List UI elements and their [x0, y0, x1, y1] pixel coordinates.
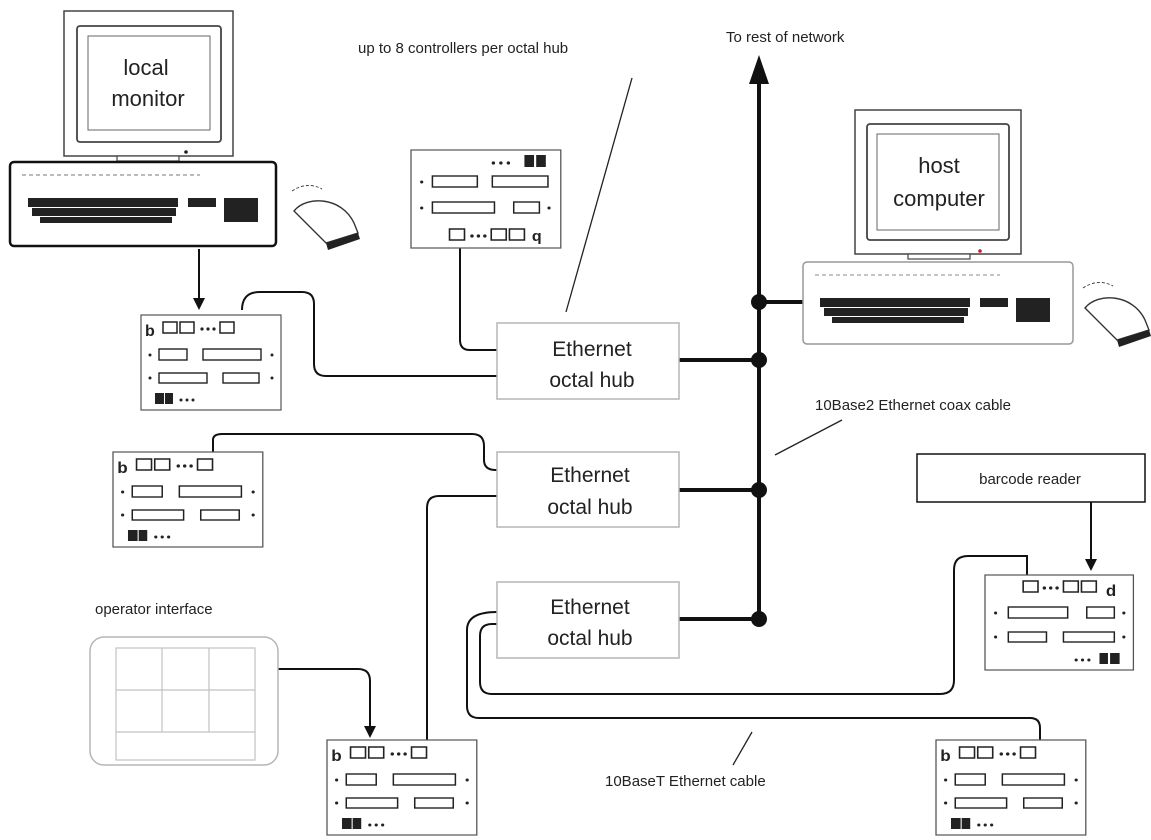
- coax-cable-label: 10Base2 Ethernet coax cable: [815, 397, 1011, 414]
- ethernet-hub: Ethernet octal hub: [496, 322, 680, 400]
- barcode-reader-label: barcode reader: [979, 471, 1081, 488]
- controller-board: d: [984, 574, 1135, 671]
- hub-label-line1: Ethernet: [550, 596, 630, 619]
- barcode-reader: barcode reader: [916, 453, 1146, 503]
- leader-lines: [565, 77, 843, 766]
- controller-board: b: [140, 314, 282, 411]
- twisted-pair-cable-label: 10BaseT Ethernet cable: [605, 773, 766, 790]
- to-rest-of-network-label: To rest of network: [726, 29, 845, 46]
- ethernet-cables: [212, 248, 1041, 742]
- operator-interface: [89, 636, 279, 766]
- host-keyboard: [802, 261, 1074, 345]
- controller-label: b: [117, 459, 127, 477]
- ethernet-hub: Ethernet octal hub: [496, 451, 680, 528]
- hub-label-line1: Ethernet: [552, 338, 632, 361]
- controller-board: q: [410, 149, 562, 249]
- host-computer-label-line2: computer: [893, 186, 985, 211]
- controller-label: q: [532, 228, 542, 244]
- hub-label-line2: octal hub: [547, 627, 632, 650]
- hub-label-line2: octal hub: [549, 369, 634, 392]
- controller-label: b: [940, 747, 950, 765]
- controller-label: d: [1106, 582, 1116, 599]
- operator-interface-label: operator interface: [95, 601, 213, 618]
- controller-label: b: [331, 747, 341, 765]
- host-mouse: [1082, 281, 1151, 348]
- device-arrows: [193, 249, 1097, 738]
- backbone-junctions: [751, 294, 767, 627]
- controller-board: b: [112, 451, 264, 548]
- local-monitor-label-line1: local: [123, 55, 168, 80]
- controllers-per-hub-label: up to 8 controllers per octal hub: [358, 40, 568, 57]
- controller-label: b: [145, 323, 155, 340]
- local-mouse: [291, 184, 361, 251]
- host-computer-label-line1: host: [918, 153, 960, 178]
- ethernet-hub: Ethernet octal hub: [496, 581, 680, 659]
- host-computer: host computer: [854, 109, 1022, 260]
- local-keyboard: [8, 160, 278, 248]
- local-monitor: local monitor: [63, 10, 234, 162]
- hub-label-line1: Ethernet: [550, 464, 630, 487]
- coax-backbone: [679, 55, 808, 625]
- local-monitor-label-line2: monitor: [111, 86, 184, 111]
- hub-label-line2: octal hub: [547, 496, 632, 519]
- controller-board: b: [326, 739, 478, 836]
- controller-board: b: [935, 739, 1087, 836]
